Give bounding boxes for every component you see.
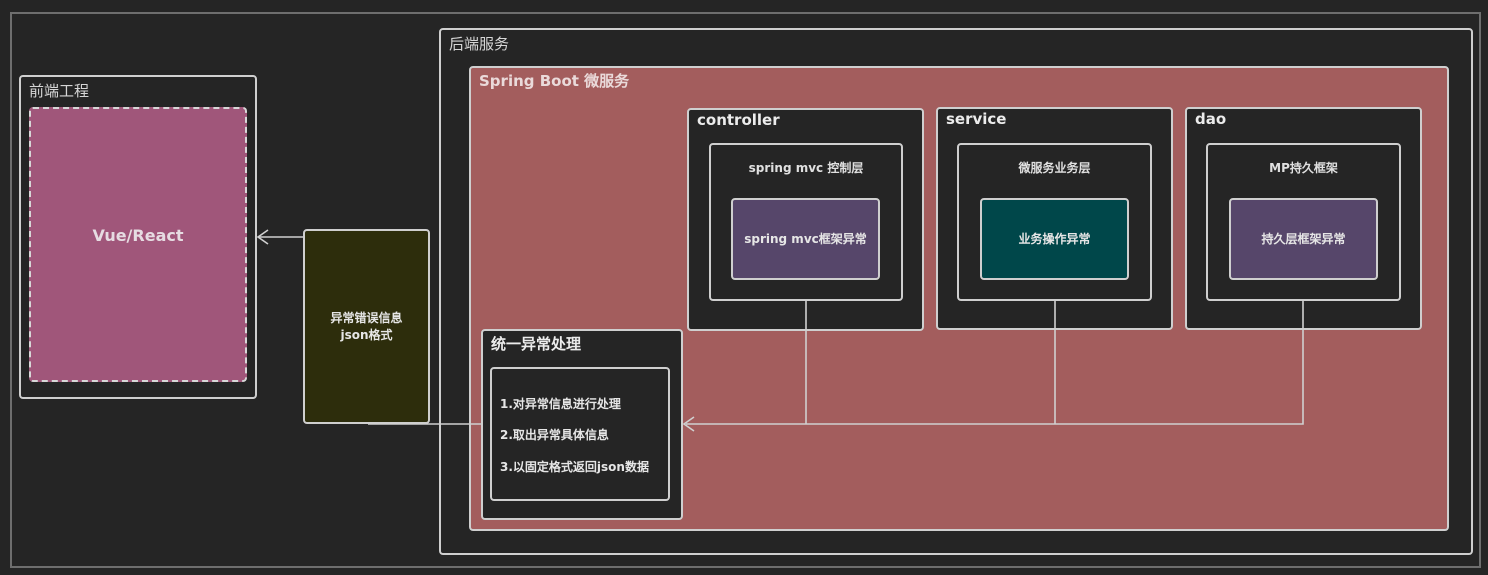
vue-react-label: Vue/React — [92, 226, 184, 245]
layer-controller-subtitle: spring mvc 控制层 — [748, 161, 864, 175]
json-response-box[interactable]: 异常错误信息 json格式 — [303, 229, 430, 424]
frontend-title: 前端工程 — [29, 82, 90, 100]
service-exception-label: 业务操作异常 — [1018, 231, 1091, 246]
layer-dao-subtitle: MP持久框架 — [1269, 161, 1338, 175]
backend-title: 后端服务 — [449, 35, 510, 53]
dao-exception-label: 持久层框架异常 — [1261, 231, 1346, 246]
layer-service-subtitle: 微服务业务层 — [1018, 161, 1091, 175]
exception-handler-steps[interactable]: 1.对异常信息进行处理 2.取出异常具体信息 3.以固定格式返回json数据 — [490, 367, 670, 501]
handler-step-1: 1.对异常信息进行处理 — [500, 397, 621, 411]
handler-step-3: 3.以固定格式返回json数据 — [500, 460, 649, 474]
controller-exception-box[interactable]: spring mvc框架异常 — [731, 198, 880, 280]
canvas-frame — [10, 12, 1481, 568]
vue-react-box[interactable]: Vue/React — [29, 107, 247, 382]
dao-exception-box[interactable]: 持久层框架异常 — [1229, 198, 1378, 280]
layer-service-title: service — [946, 110, 1007, 128]
layer-dao-title: dao — [1195, 110, 1227, 128]
layer-controller-title: controller — [697, 111, 780, 129]
exception-handler-title: 统一异常处理 — [491, 335, 582, 353]
service-exception-box[interactable]: 业务操作异常 — [980, 198, 1129, 280]
controller-exception-label: spring mvc框架异常 — [744, 231, 867, 246]
json-response-label: 异常错误信息 json格式 — [330, 310, 402, 344]
handler-step-2: 2.取出异常具体信息 — [500, 428, 609, 442]
json-response-line1: 异常错误信息 — [330, 310, 403, 325]
json-response-line2: json格式 — [340, 327, 393, 342]
springboot-title: Spring Boot 微服务 — [479, 72, 630, 90]
